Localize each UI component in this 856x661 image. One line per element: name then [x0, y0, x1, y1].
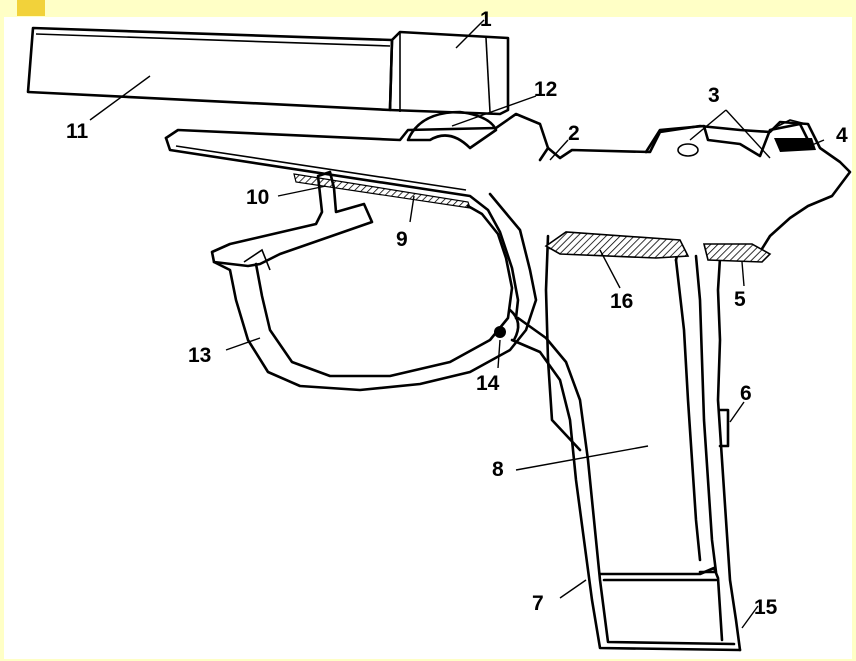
leader-lines [89, 19, 825, 629]
label-7: 7 [532, 592, 544, 615]
label-3: 3 [708, 84, 720, 107]
label-16: 16 [610, 290, 633, 313]
barrel [26, 26, 394, 112]
label-12: 12 [534, 78, 557, 101]
label-9: 9 [396, 228, 408, 251]
pivot-pin [494, 326, 506, 338]
label-14: 14 [476, 372, 500, 395]
label-11: 11 [66, 120, 89, 143]
label-8: 8 [492, 458, 504, 481]
barrel-block [388, 30, 510, 116]
hatched-ring [406, 110, 498, 150]
label-13: 13 [188, 344, 211, 367]
label-6: 6 [740, 382, 752, 405]
part-labels: 1 2 3 4 5 6 7 8 9 10 11 12 13 14 15 16 [66, 8, 848, 619]
label-15: 15 [754, 596, 778, 619]
label-1: 1 [480, 8, 492, 31]
frame-body [164, 112, 852, 652]
drawing-area [4, 17, 852, 659]
label-2: 2 [568, 122, 580, 145]
corner-mark [17, 0, 45, 16]
label-4: 4 [836, 124, 848, 147]
label-5: 5 [734, 288, 746, 311]
label-10: 10 [246, 186, 269, 209]
